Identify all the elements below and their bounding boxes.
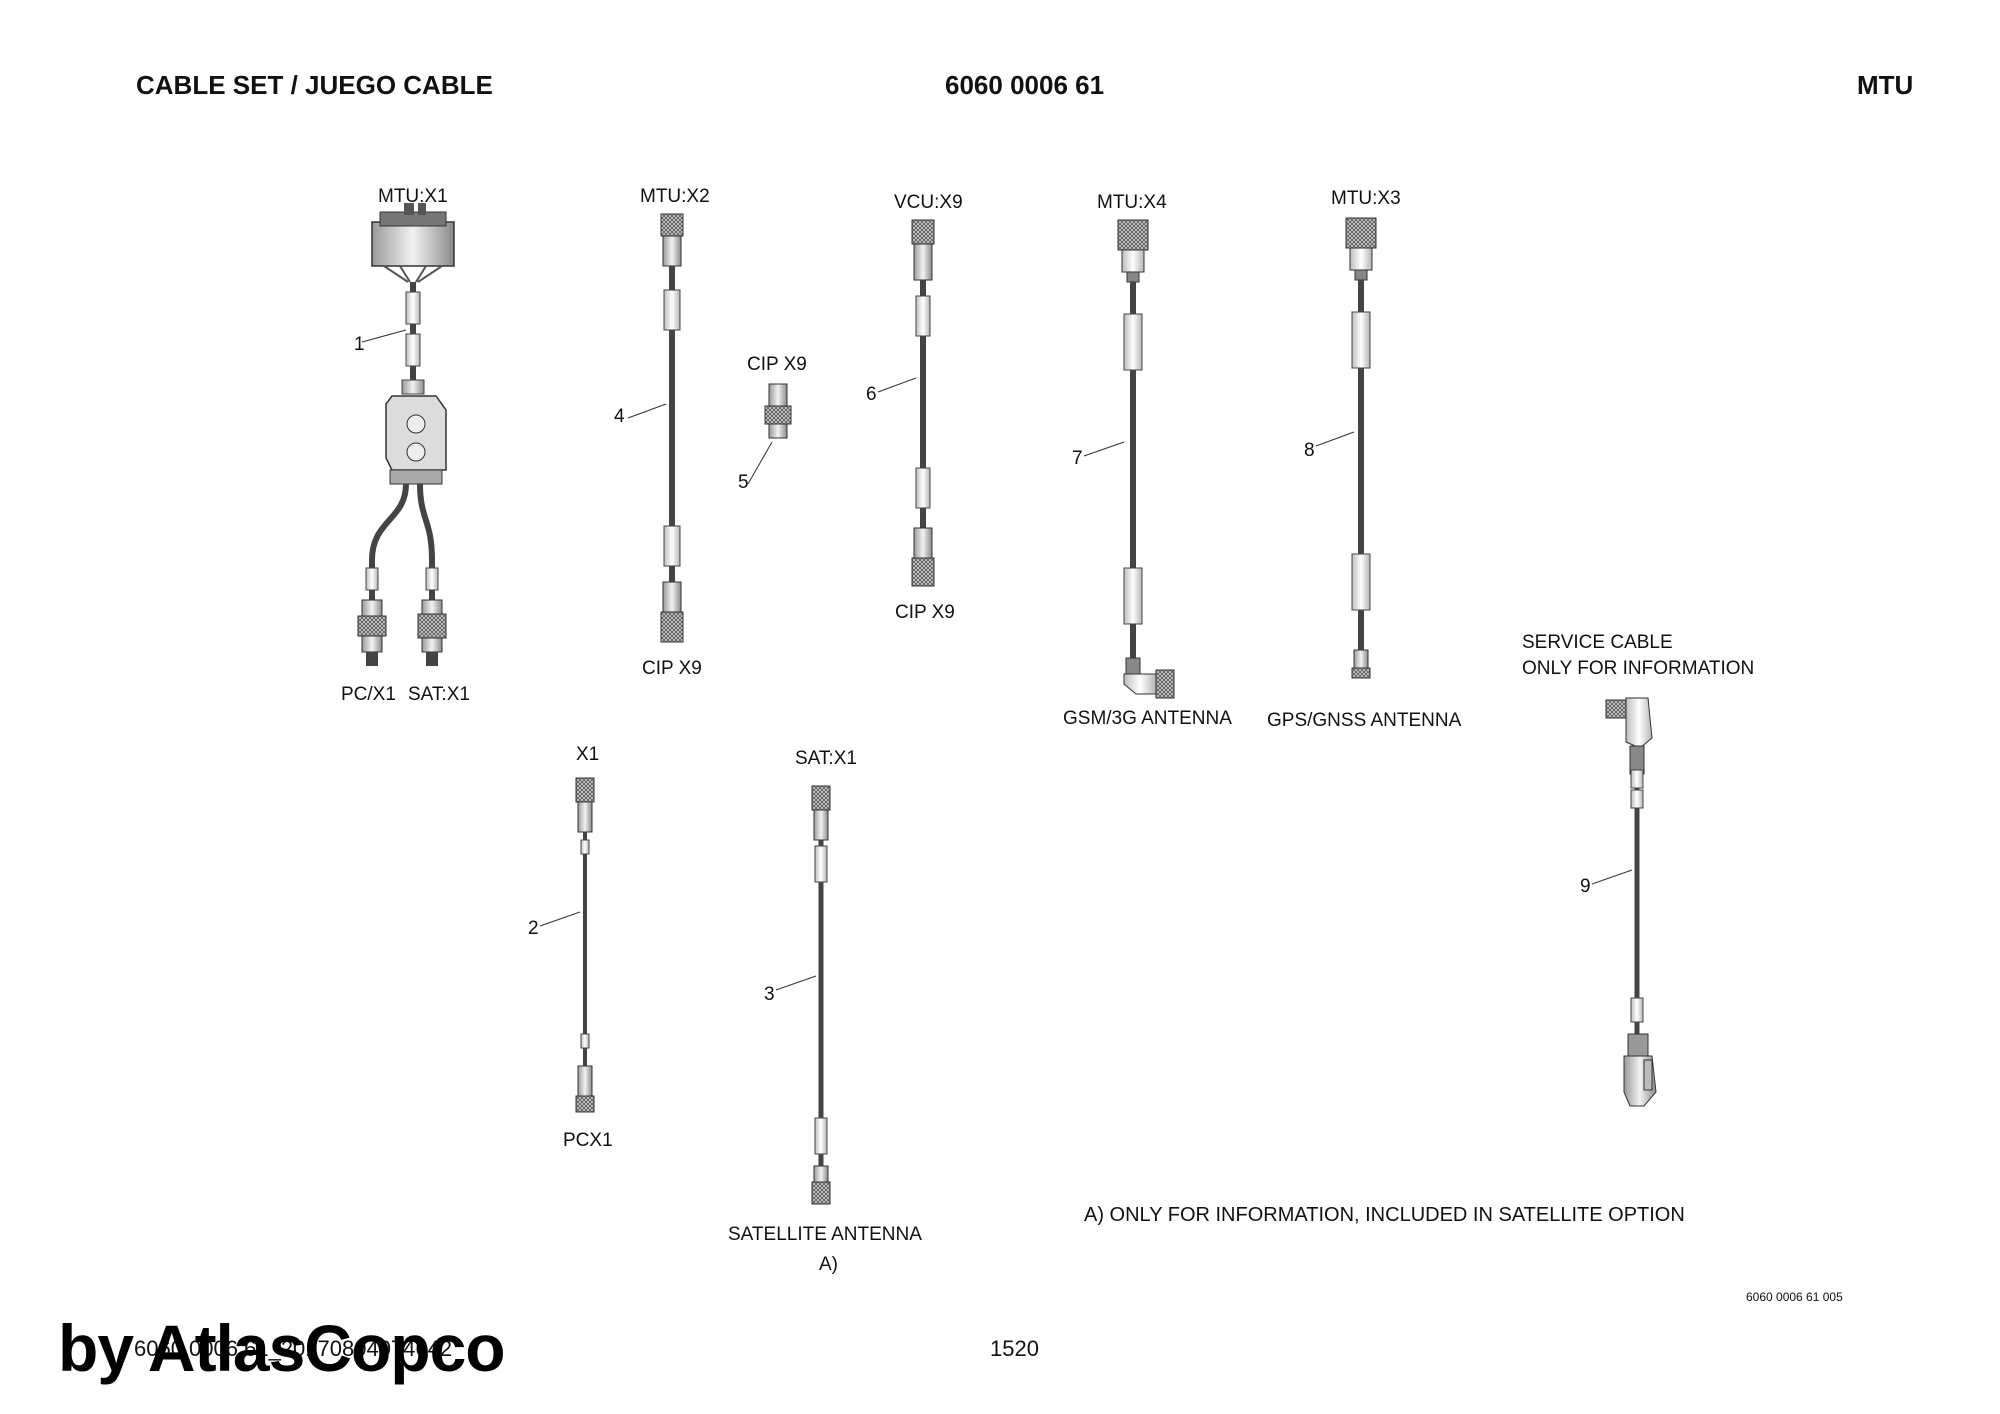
label-pcx1: PCX1 [563, 1130, 613, 1151]
cable-3 [775, 785, 831, 1205]
item-number-7: 7 [1072, 448, 1083, 469]
page-title: CABLE SET / JUEGO CABLE [136, 70, 493, 100]
item-number-6: 6 [866, 384, 877, 405]
watermark: by AtlasCopco [58, 1311, 506, 1385]
label-mtu-x2: MTU:X2 [640, 186, 710, 207]
cable-4 [627, 213, 684, 643]
label-pc-x1: PC/X1 [341, 684, 396, 705]
label-cip-x9-cable5: CIP X9 [747, 354, 807, 375]
cable-7 [1083, 219, 1175, 699]
drawing-id: 6060 0006 61 005 [1746, 1290, 1843, 1304]
label-sat-x1-cable3: SAT:X1 [795, 748, 857, 769]
section-label: MTU [1857, 70, 1914, 100]
label-cip-x9-cable6: CIP X9 [895, 602, 955, 623]
label-sat-x1: SAT:X1 [408, 684, 470, 705]
satellite-option-note: A) ONLY FOR INFORMATION, INCLUDED IN SAT… [1084, 1204, 1685, 1226]
label-only-for-information: ONLY FOR INFORMATION [1522, 658, 1755, 679]
part-number: 6060 0006 61 [945, 70, 1105, 100]
label-footnote-a: A) [819, 1254, 838, 1275]
label-mtu-x4: MTU:X4 [1097, 192, 1167, 213]
cable-8 [1315, 217, 1377, 679]
cable-6 [877, 219, 935, 587]
cable-1 [357, 203, 455, 666]
item-number-5: 5 [738, 472, 749, 493]
label-vcu-x9: VCU:X9 [894, 192, 963, 213]
item-number-4: 4 [614, 406, 625, 427]
cable-2 [539, 777, 595, 1113]
label-gps-antenna: GPS/GNSS ANTENNA [1267, 710, 1462, 731]
item-number-8: 8 [1304, 440, 1315, 461]
label-cip-x9-cable4: CIP X9 [642, 658, 702, 679]
page-number: 1520 [990, 1336, 1039, 1361]
label-mtu-x1: MTU:X1 [378, 186, 448, 207]
document-reference: 6060 0006 61_20170804074642 [134, 1336, 453, 1361]
cable-9 [1591, 697, 1657, 1107]
item-number-9: 9 [1580, 876, 1591, 897]
label-x1: X1 [576, 744, 600, 765]
label-service-cable: SERVICE CABLE [1522, 632, 1673, 653]
label-satellite-antenna: SATELLITE ANTENNA [728, 1224, 922, 1245]
label-gsm-antenna: GSM/3G ANTENNA [1063, 708, 1232, 729]
label-mtu-x3: MTU:X3 [1331, 188, 1401, 209]
item-number-1: 1 [354, 334, 365, 355]
cable-5 [747, 383, 792, 485]
item-number-2: 2 [528, 918, 539, 939]
item-number-3: 3 [764, 984, 775, 1005]
